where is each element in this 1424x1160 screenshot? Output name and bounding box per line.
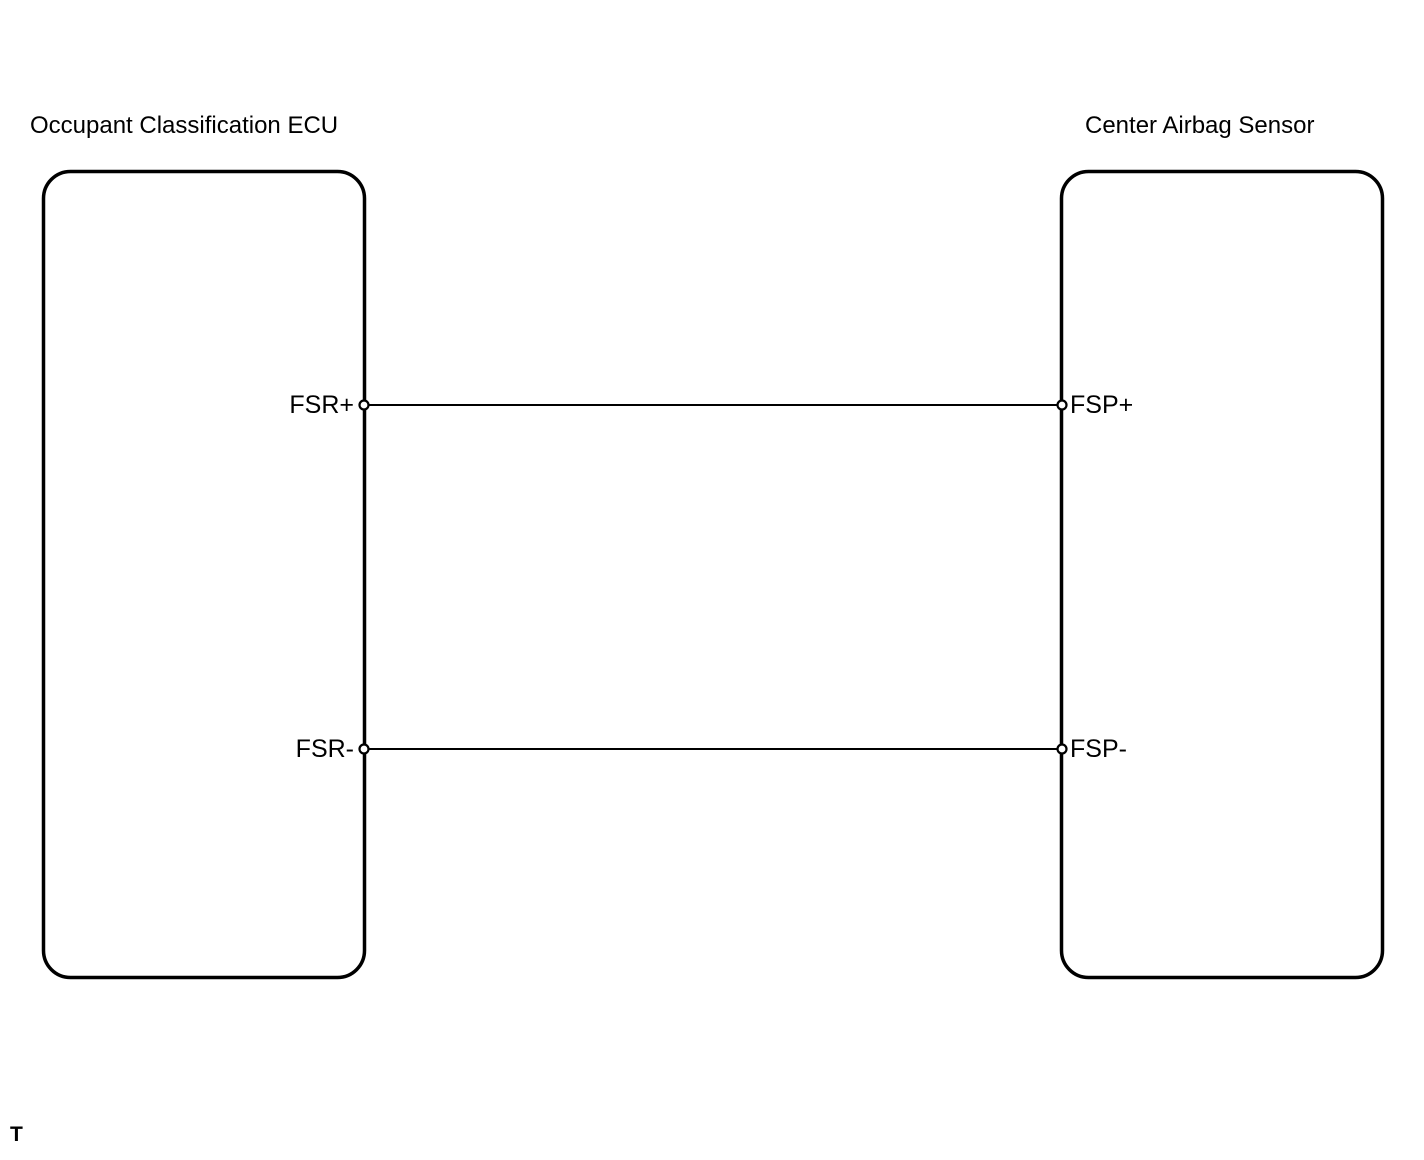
- pin-label-fsp-plus: FSP+: [1070, 391, 1134, 419]
- pin-label-fsr-minus: FSR-: [295, 735, 354, 763]
- terminal-node-fsp-plus[interactable]: [1056, 399, 1068, 411]
- pin-label-fsp-minus: FSP-: [1070, 735, 1127, 763]
- corner-mark-label: T: [10, 1123, 23, 1146]
- block-title-center-airbag-sensor: Center Airbag Sensor: [1085, 112, 1315, 139]
- terminal-node-fsp-minus[interactable]: [1056, 743, 1068, 755]
- pin-label-fsr-plus: FSR+: [289, 391, 354, 419]
- terminal-node-fsr-plus[interactable]: [358, 399, 370, 411]
- block-outline-center-airbag-sensor: [1059, 169, 1385, 980]
- block-outline-occupant-classification-ecu: [41, 169, 367, 980]
- terminal-node-fsr-minus[interactable]: [358, 743, 370, 755]
- block-title-occupant-classification-ecu: Occupant Classification ECU: [30, 112, 339, 139]
